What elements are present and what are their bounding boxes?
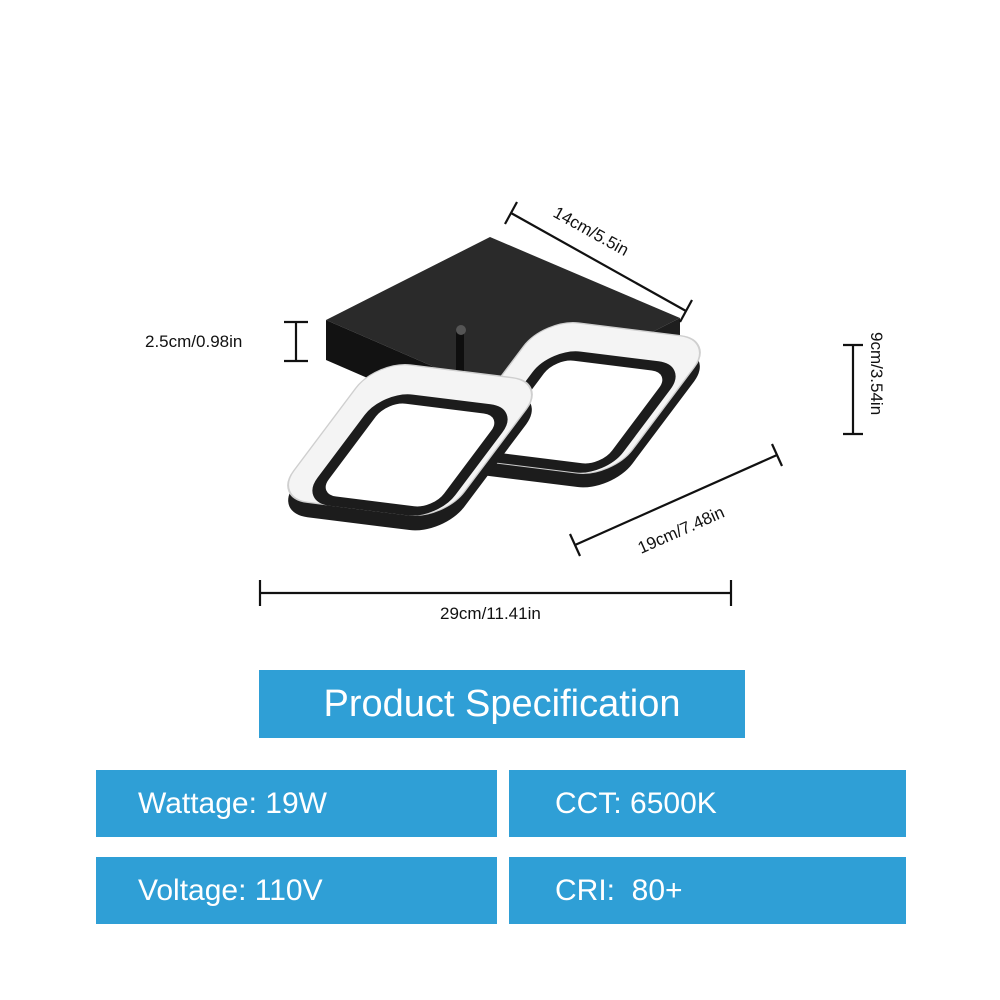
spec-voltage-value: 110V xyxy=(254,873,323,907)
spec-voltage-label: Voltage: xyxy=(138,873,247,907)
spec-wattage: Wattage: 19W xyxy=(96,770,497,837)
dimension-diagram: 14cm/5.5in 2.5cm/0.98in 9cm/3.54in 19cm/… xyxy=(145,201,886,623)
spec-wattage-value: 19W xyxy=(265,786,327,820)
dim-label-total-height: 9cm/3.54in xyxy=(867,332,886,415)
dim-label-side-depth: 19cm/7.48in xyxy=(635,503,727,558)
spec-title-banner: Product Specification xyxy=(259,670,745,738)
spec-cct: CCT: 6500K xyxy=(509,770,906,837)
light-ring-back xyxy=(455,321,701,488)
spec-wattage-label: Wattage: xyxy=(138,786,257,820)
spec-cct-value: 6500K xyxy=(630,786,717,820)
dim-label-top-depth: 14cm/5.5in xyxy=(550,203,632,260)
spec-title: Product Specification xyxy=(323,682,681,725)
dim-width: 29cm/11.41in xyxy=(258,580,733,623)
spec-voltage: Voltage: 110V xyxy=(96,857,497,924)
dim-total-height: 9cm/3.54in xyxy=(843,332,886,436)
dim-label-width: 29cm/11.41in xyxy=(440,604,541,623)
spec-cri: CRI: 80+ xyxy=(509,857,906,924)
spec-cct-label: CCT: xyxy=(555,786,622,820)
light-ring-front xyxy=(287,363,533,531)
spec-cri-value: 80+ xyxy=(631,873,683,907)
dim-label-base-height: 2.5cm/0.98in xyxy=(145,332,242,351)
dim-base-height: 2.5cm/0.98in xyxy=(145,320,308,363)
spec-cri-label: CRI: xyxy=(555,873,615,907)
